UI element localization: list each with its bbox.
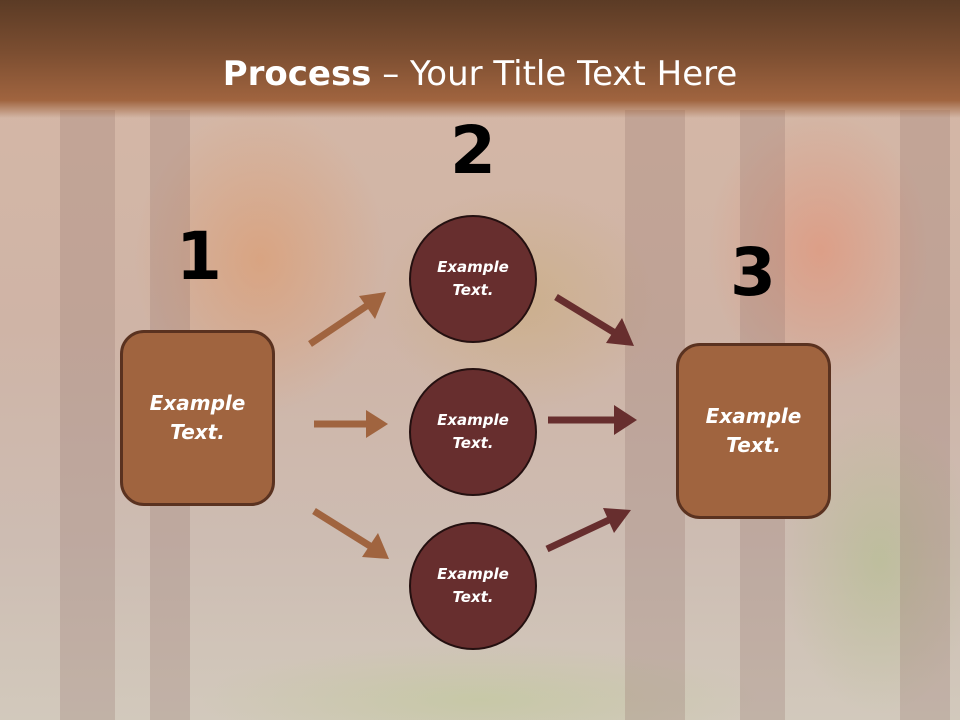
arrow-right-up [545, 508, 631, 553]
arrow-right-down [554, 294, 634, 346]
left-step-box: Example Text. [120, 330, 275, 506]
arrow-left-middle [314, 410, 388, 438]
arrow-right-middle [548, 405, 637, 435]
circle-text-top: Example Text. [437, 258, 509, 299]
arrow-left-up [308, 292, 386, 347]
circle-text-center: Example Text. [437, 411, 509, 452]
step-number-2: 2 [450, 112, 496, 189]
middle-circle-center: Example Text. [409, 368, 537, 496]
right-step-text: Example Text. [705, 404, 802, 457]
title-banner [0, 0, 960, 118]
middle-circle-bottom: Example Text. [409, 522, 537, 650]
arrow-left-down [312, 508, 389, 559]
page-title: Process – Your Title Text Here [0, 52, 960, 96]
circle-text-bottom: Example Text. [437, 565, 509, 606]
step-number-3: 3 [730, 234, 776, 311]
tree-trunk [60, 110, 115, 720]
right-step-box: Example Text. [676, 343, 831, 519]
tree-trunk [625, 110, 685, 720]
title-bold: Process [222, 54, 372, 94]
title-rest: – Your Title Text Here [371, 54, 738, 94]
left-step-text: Example Text. [149, 391, 246, 444]
step-number-1: 1 [176, 218, 222, 295]
middle-circle-top: Example Text. [409, 215, 537, 343]
tree-trunk [900, 110, 950, 720]
